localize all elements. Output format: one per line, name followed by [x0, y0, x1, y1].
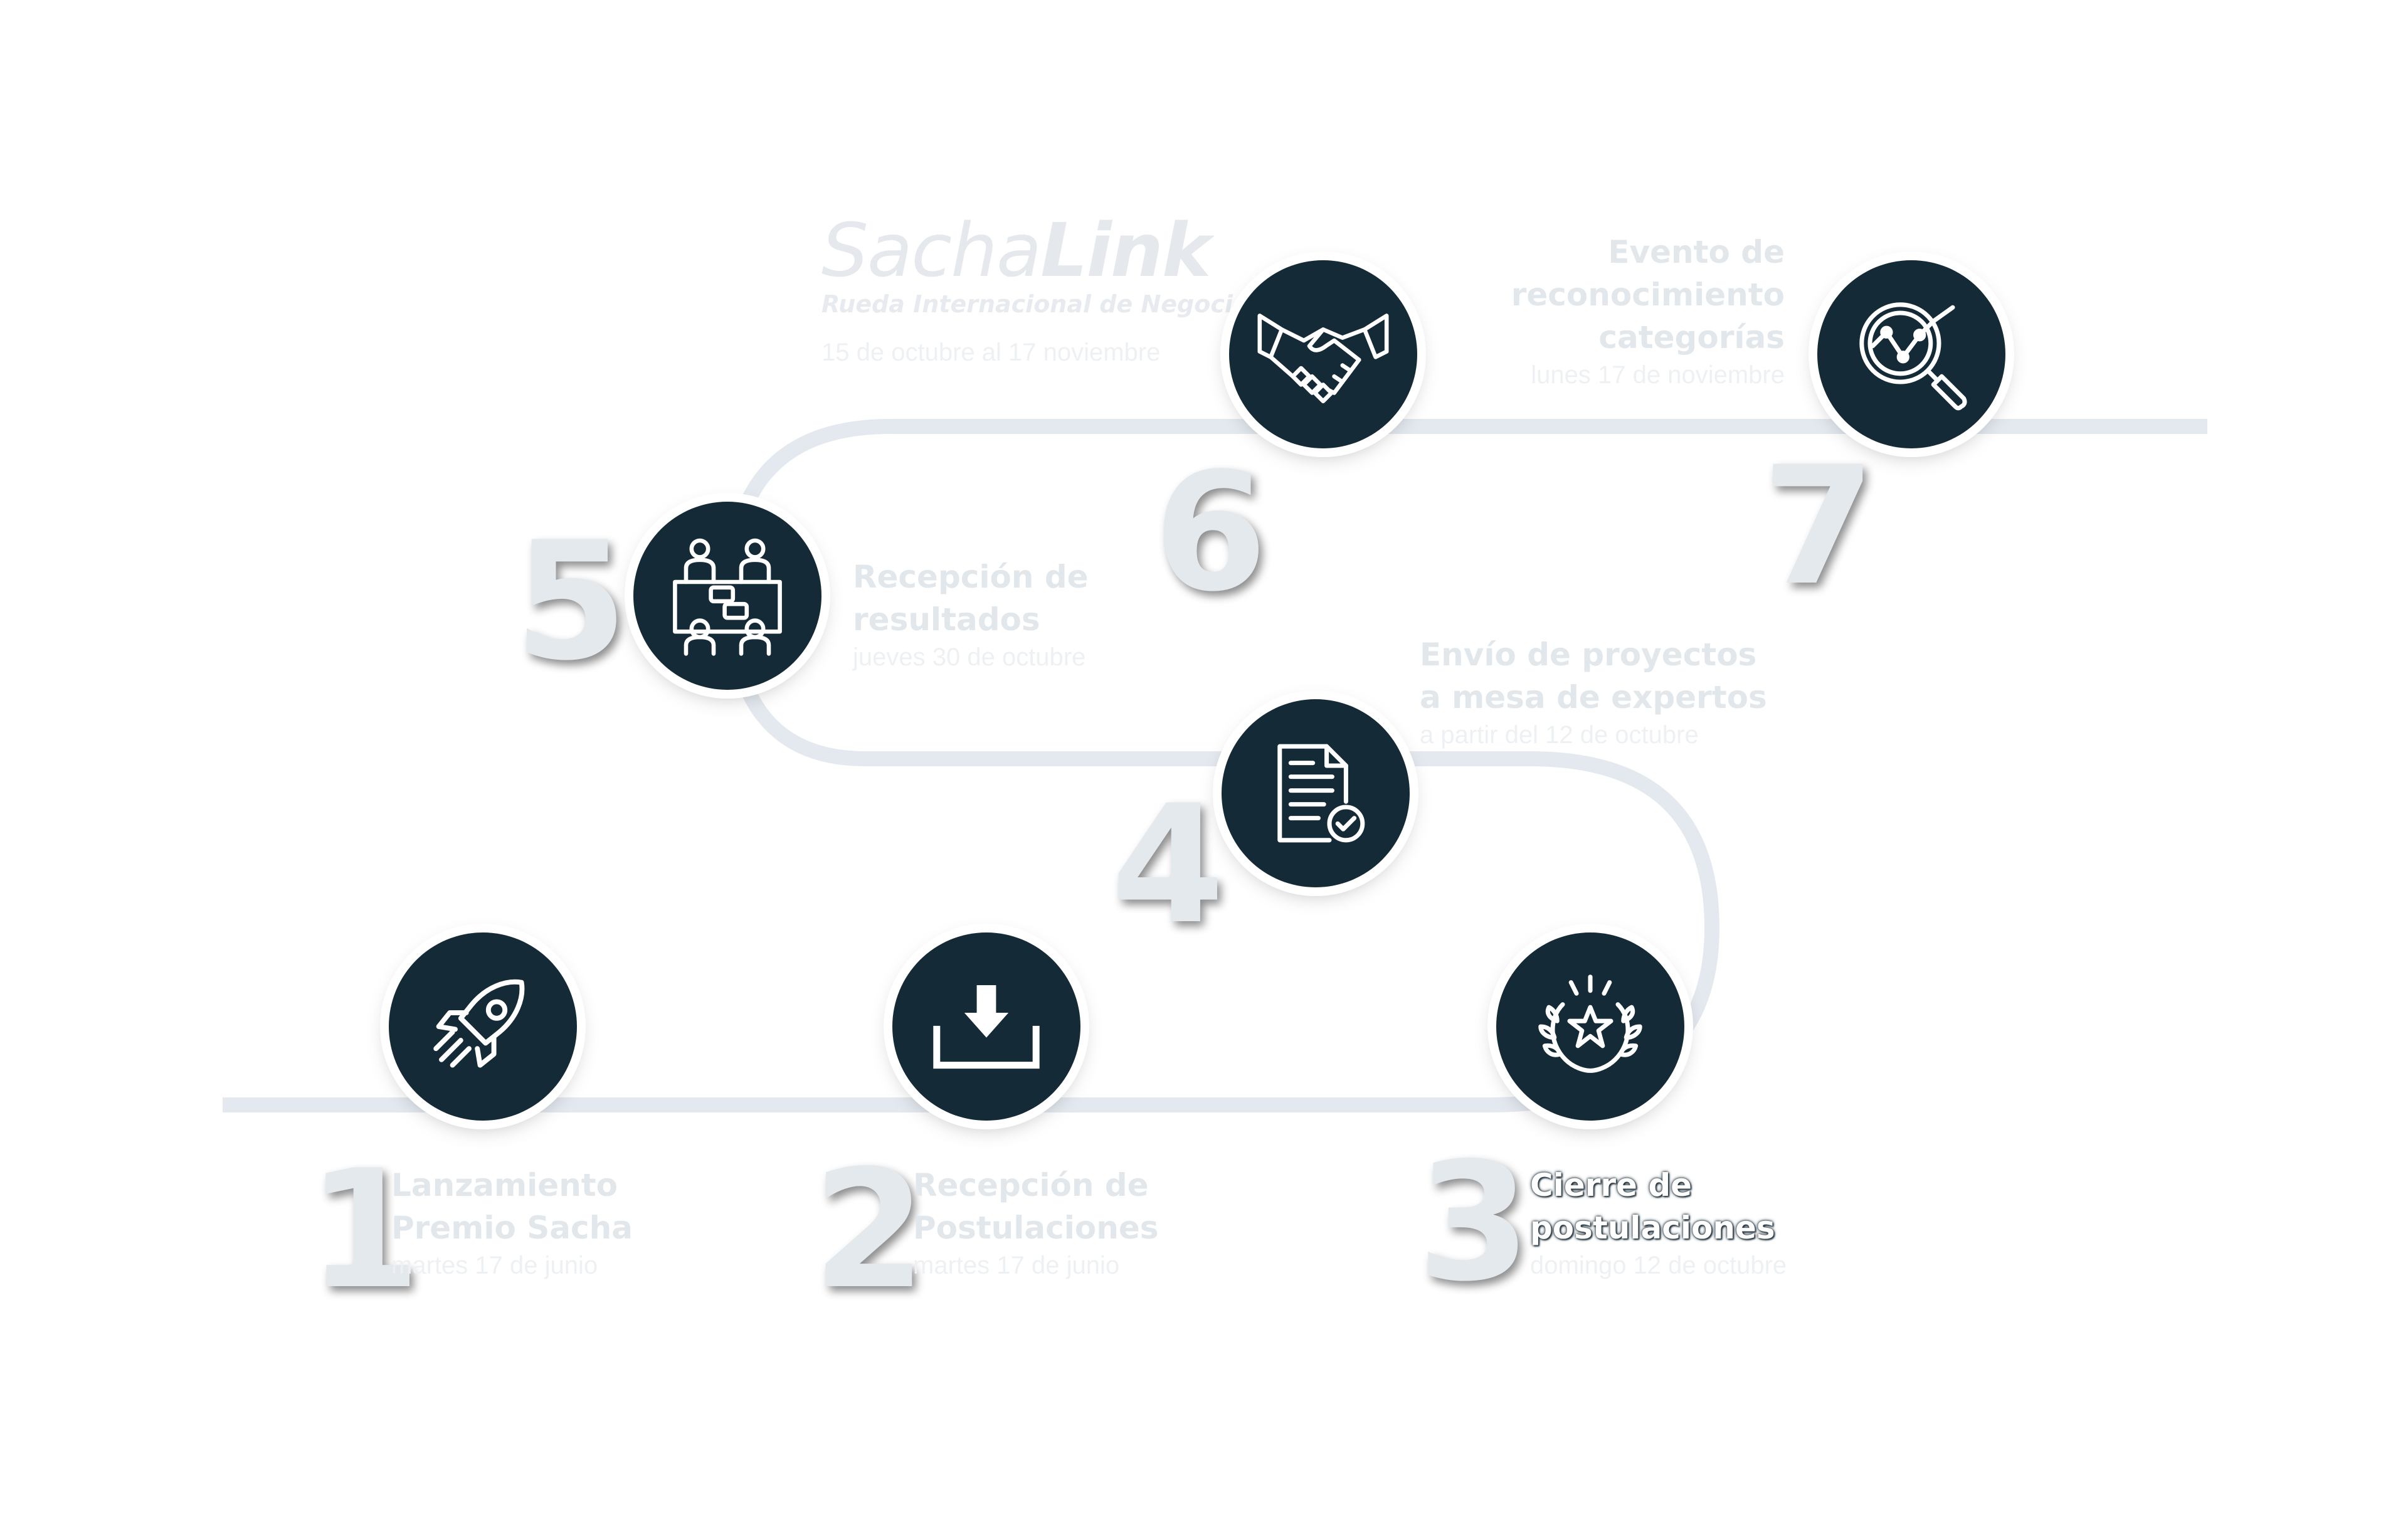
step-2-label: Recepción de Postulaciones martes 17 de … [913, 1164, 1159, 1282]
step-1-title-line2: Premio Sacha [391, 1210, 633, 1246]
brand-date: 15 de octubre al 17 noviembre [821, 339, 1161, 366]
step-2-date: martes 17 de junio [913, 1252, 1120, 1279]
step-5-title-line1: Recepción de [853, 559, 1089, 595]
step-6-circle [1229, 260, 1417, 448]
step-2-title-line1: Recepción de [913, 1167, 1149, 1203]
step-7-date: lunes 17 de noviembre [1531, 361, 1785, 389]
step-7-title-line1: Evento de [1608, 234, 1785, 270]
download-icon [933, 985, 1040, 1069]
step-4-date: a partir del 12 de octubre [1420, 721, 1699, 749]
laurel-star-icon [1538, 974, 1642, 1073]
brand-name-bold: Link [1040, 207, 1211, 293]
magnifier-chart-icon [1859, 302, 1967, 411]
step-1-title-line1: Lanzamiento [391, 1167, 618, 1203]
step-7-title-line2: reconocimiento [1511, 277, 1785, 313]
step-5-number: 5 [514, 507, 628, 697]
step-5-date: jueves 30 de octubre [853, 643, 1086, 671]
step-7-number: 7 [1762, 432, 1876, 621]
brand-subtitle: Rueda Internacional de Negocios [821, 290, 1264, 318]
step-1-number: 1 [307, 1136, 421, 1325]
step-3-label: Cierre de postulaciones domingo 12 de oc… [1530, 1164, 1787, 1282]
step-3-circle [1496, 932, 1684, 1121]
brand-name-regular: Sacha [821, 207, 1042, 293]
step-3-date: domingo 12 de octubre [1530, 1252, 1787, 1279]
step-2-circle [892, 932, 1080, 1121]
step-2-number: 2 [813, 1136, 926, 1325]
step-7-circle [1817, 260, 2005, 448]
step-5-circle [633, 502, 821, 690]
step-1-date: martes 17 de junio [391, 1252, 598, 1279]
document-check-icon [1277, 744, 1365, 843]
step-5-label: Recepción de resultados jueves 30 de oct… [853, 556, 1089, 673]
handshake-icon [1257, 314, 1389, 404]
meeting-icon [673, 538, 782, 656]
step-1-label: Lanzamiento Premio Sacha martes 17 de ju… [391, 1164, 633, 1282]
rocket-icon [433, 979, 525, 1068]
brand-block: SachaLink Rueda Internacional de Negocio… [821, 213, 1264, 369]
step-4-circle [1222, 699, 1410, 887]
step-4-title-line1: Envío de proyectos [1420, 636, 1757, 673]
step-1-circle [389, 932, 577, 1121]
step-3-title-line1: Cierre de [1530, 1167, 1692, 1203]
step-2-title-line2: Postulaciones [913, 1210, 1159, 1246]
step-7-title-line3: categorías [1598, 319, 1785, 356]
step-3-title-line2: postulaciones [1530, 1210, 1775, 1246]
step-7-label: Evento de reconocimiento categorías lune… [1511, 231, 1785, 391]
step-6-number: 6 [1154, 438, 1267, 628]
step-5-title-line2: resultados [853, 601, 1040, 638]
step-4-title-line2: a mesa de expertos [1420, 679, 1767, 716]
step-4-number: 4 [1111, 771, 1225, 960]
step-4-label: Envío de proyectos a mesa de expertos a … [1420, 633, 1767, 751]
brand-logo: SachaLink [821, 213, 1264, 287]
step-3-number: 3 [1417, 1128, 1531, 1318]
